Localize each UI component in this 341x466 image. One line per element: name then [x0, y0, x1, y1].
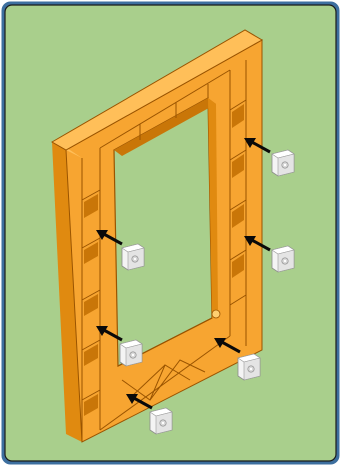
assembly-illustration [0, 0, 341, 466]
